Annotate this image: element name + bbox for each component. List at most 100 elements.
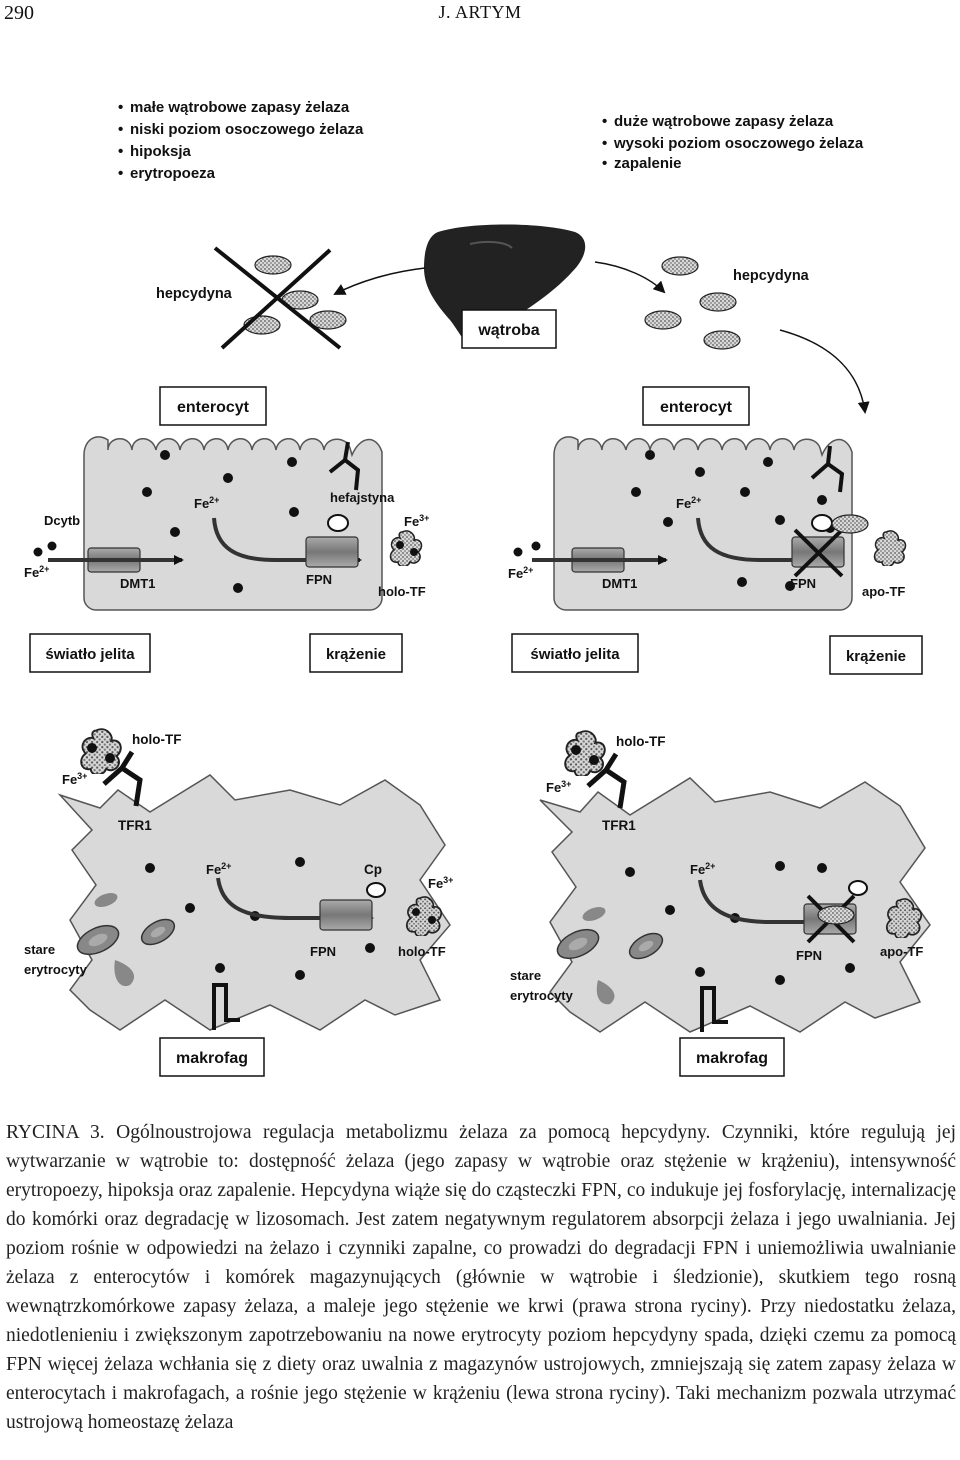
iron-export-arrow [212, 517, 362, 565]
fpn-channel [305, 536, 359, 568]
figure-caption: RYCINA 3. Ogólnoustrojowa regulacja meta… [6, 1118, 956, 1437]
hepcidin-left-group [213, 246, 347, 350]
old-rbc-label: stare [510, 968, 541, 983]
receptor-icon [700, 986, 728, 1032]
old-rbc-label: erytrocyty [510, 988, 574, 1003]
cross-line [220, 248, 332, 350]
fe-dot [47, 541, 57, 551]
macrophage-label-left: makrofag [176, 1050, 248, 1067]
tfr1-receptor [102, 750, 143, 807]
lumen-label-left: światło jelita [45, 646, 135, 663]
fe2-label: Fe2+ [508, 565, 533, 581]
fe3-label: Fe3+ [404, 513, 429, 529]
ceruloplasmin [848, 880, 868, 896]
old-rbc-label: erytrocyty [24, 962, 88, 977]
tfr1-receptor [586, 752, 627, 809]
fe-dot [513, 547, 523, 557]
hephaestin [811, 514, 833, 532]
circulation-box-left [309, 633, 403, 673]
bullet: • [602, 155, 607, 172]
receptor-icon [328, 441, 361, 491]
fpn-channel [319, 899, 373, 931]
liver-label-box [461, 309, 557, 349]
holo-tf-label: holo-TF [378, 584, 426, 599]
macrophage-cell-left [57, 750, 451, 1031]
enterocyte-label-box-left [159, 386, 267, 426]
caption-text: Ogólnoustrojowa regulacja metabolizmu że… [6, 1122, 956, 1433]
iron-blocked-arrow [698, 879, 806, 924]
condition-item: wysoki poziom osoczowego żelaza [613, 135, 864, 152]
enterocyte-cell-right [532, 436, 907, 611]
holo-tf-label: holo-TF [398, 944, 446, 959]
arrow-liver-to-left [333, 267, 426, 295]
enterocyte-label-left: enterocyt [177, 399, 250, 416]
holo-tf-label: holo-TF [132, 732, 181, 747]
condition-item: zapalenie [614, 155, 682, 172]
macrophage-label-right: makrofag [696, 1050, 768, 1067]
fe2-label: Fe2+ [676, 495, 701, 511]
fe3-label: Fe3+ [62, 771, 87, 787]
holo-tf-label: holo-TF [616, 734, 665, 749]
circulation-label-left: krążenie [326, 646, 386, 663]
condition-item: hipoksja [130, 143, 192, 160]
hepcidin-bound [817, 905, 855, 925]
arrow-liver-to-right [594, 261, 666, 294]
running-head: J. ARTYM [438, 2, 522, 22]
fe2-label: Fe2+ [206, 861, 231, 877]
page-number: 290 [4, 2, 34, 24]
lumen-label-right: światło jelita [530, 646, 620, 663]
holo-tf-protein [564, 730, 606, 776]
hepcidin-figure: • małe wątrobowe zapasy żelaza • niski p… [24, 99, 931, 1077]
condition-item: niski poziom osoczowego żelaza [130, 121, 364, 138]
fe2-label: Fe2+ [690, 861, 715, 877]
fpn-label: FPN [306, 572, 332, 587]
fe2-label: Fe2+ [24, 564, 49, 580]
page-header: 290 J. ARTYM [0, 0, 960, 30]
hepcidin-bound [831, 514, 869, 534]
bullet: • [118, 121, 123, 138]
hepcidin-label-right: hepcydyna [733, 268, 810, 284]
fe-dot [531, 541, 541, 551]
dmt1-label: DMT1 [120, 576, 155, 591]
hephaestin-label: hefajstyna [330, 490, 395, 505]
hepcidin-label-left: hepcydyna [156, 286, 233, 302]
liver-label: wątroba [477, 322, 539, 339]
macrophage-label-box-right [679, 1037, 785, 1077]
circulation-label-right: krążenie [846, 648, 906, 665]
fe3-label: Fe3+ [428, 875, 453, 891]
lumen-box-left [29, 633, 151, 673]
circulation-box-right [829, 635, 923, 675]
dcytb-label: Dcytb [44, 513, 80, 528]
cross-line [793, 528, 844, 578]
fpn-label: FPN [796, 948, 822, 963]
bullet: • [118, 99, 123, 116]
cp-label: Cp [364, 862, 382, 877]
bullet: • [602, 113, 607, 130]
hepcidin-right-group [644, 256, 741, 350]
macrophage-cell-right [539, 752, 931, 1033]
enterocyte-cell-left [48, 436, 423, 611]
macrophage-label-box-left [159, 1037, 265, 1077]
caption-label: RYCINA 3. [6, 1122, 105, 1143]
arrow-hepcidin-to-enterocyte [779, 329, 870, 414]
lumen-box-right [511, 633, 639, 673]
condition-item: duże wątrobowe zapasy żelaza [614, 113, 834, 130]
tfr1-label: TFR1 [602, 818, 636, 833]
dmt1-label: DMT1 [602, 576, 637, 591]
right-condition-list: • duże wątrobowe zapasy żelaza • wysoki … [602, 113, 864, 172]
fe-dot [33, 547, 43, 557]
condition-item: erytropoeza [130, 165, 216, 182]
enterocyte-label-box-right [642, 386, 750, 426]
tfr1-label: TFR1 [118, 818, 152, 833]
enterocyte-label-right: enterocyt [660, 399, 733, 416]
holo-tf-protein [389, 530, 423, 566]
apo-tf-protein [873, 530, 907, 566]
iron-export-arrow [216, 877, 374, 923]
old-rbc-label: stare [24, 942, 55, 957]
fe3-label: Fe3+ [546, 779, 571, 795]
receptor-icon [212, 983, 240, 1030]
bullet: • [118, 143, 123, 160]
left-condition-list: • małe wątrobowe zapasy żelaza • niski p… [118, 99, 364, 182]
fpn-label: FPN [310, 944, 336, 959]
bullet: • [602, 135, 607, 152]
